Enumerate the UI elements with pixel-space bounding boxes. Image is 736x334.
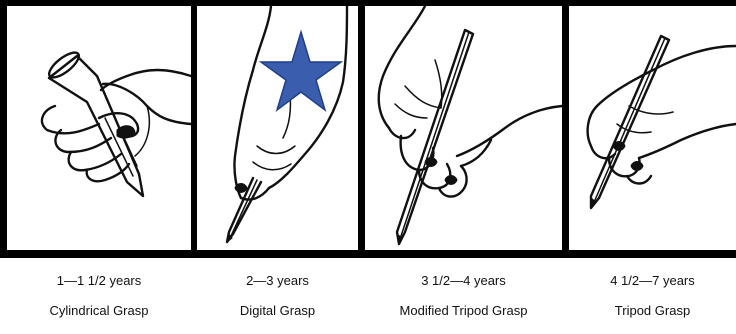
stage-caption: 3 1/2—4 years Modified Tripod Grasp	[365, 258, 562, 334]
modified-tripod-grasp-panel	[365, 6, 562, 250]
illustration-strip	[0, 0, 736, 258]
cylindrical-grasp-panel	[7, 6, 191, 250]
stage-caption: 4 1/2—7 years Tripod Grasp	[569, 258, 736, 334]
grasp-name: Modified Tripod Grasp	[365, 303, 562, 318]
cylindrical-grasp-illustration	[7, 6, 191, 250]
stage-caption: 1—1 1/2 years Cylindrical Grasp	[7, 258, 191, 334]
caption-row: 1—1 1/2 years Cylindrical Grasp 2—3 year…	[0, 258, 736, 334]
grasp-name: Digital Grasp	[197, 303, 358, 318]
modified-tripod-grasp-illustration	[365, 6, 562, 250]
star-icon	[197, 6, 358, 250]
age-range: 4 1/2—7 years	[569, 273, 736, 288]
age-range: 2—3 years	[197, 273, 358, 288]
digital-grasp-panel	[197, 6, 358, 250]
tripod-grasp-illustration	[569, 6, 736, 250]
grasp-name: Tripod Grasp	[569, 303, 736, 318]
tripod-grasp-panel	[569, 6, 736, 250]
stage-caption: 2—3 years Digital Grasp	[197, 258, 358, 334]
age-range: 3 1/2—4 years	[365, 273, 562, 288]
age-range: 1—1 1/2 years	[7, 273, 191, 288]
grasp-name: Cylindrical Grasp	[7, 303, 191, 318]
